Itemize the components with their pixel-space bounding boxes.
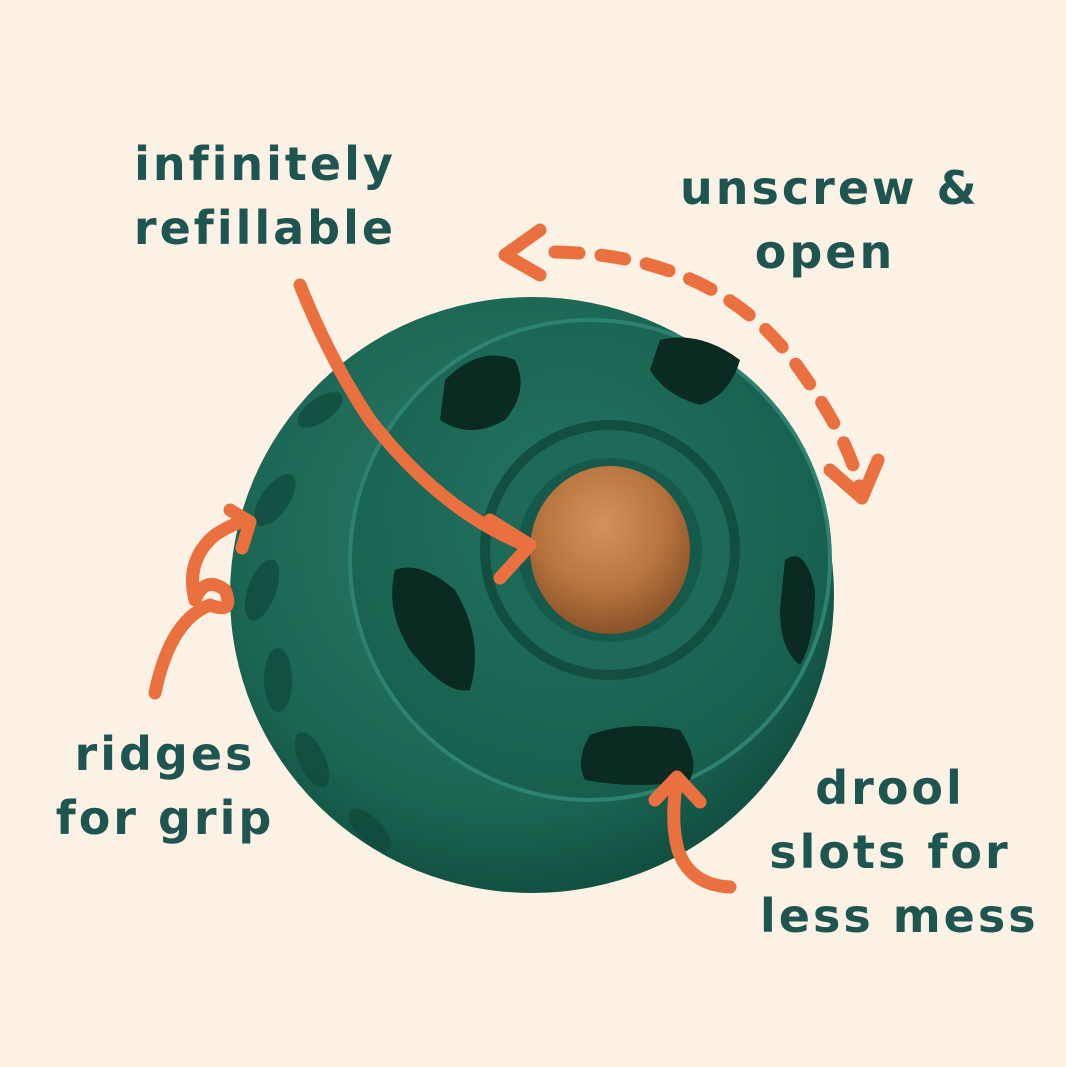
treat: [530, 466, 690, 634]
feature-label-ridges: ridges for grip: [40, 722, 290, 850]
grip-ridges: [244, 392, 392, 852]
arrow-ridges-icon: [148, 515, 252, 700]
feature-label-line: unscrew &: [680, 161, 980, 215]
arrow-drool-icon: [667, 773, 737, 894]
arrow-refill-icon: [293, 278, 532, 552]
feature-label-line: for grip: [55, 791, 275, 845]
feature-label-drool-slots: drool slots for less mess: [760, 756, 1039, 948]
arrow-unscrew-icon: [548, 245, 867, 497]
feature-label-line: infinitely: [134, 137, 396, 191]
feature-label-line: ridges: [74, 727, 256, 781]
feature-label-line: refillable: [133, 201, 397, 255]
feature-label-line: drool: [815, 761, 965, 815]
toy-ball: [230, 297, 834, 893]
feature-label-unscrew: unscrew & open: [680, 156, 980, 284]
drool-slots: [392, 337, 815, 785]
feature-label-refillable: infinitely refillable: [130, 132, 400, 260]
feature-label-line: slots for: [769, 825, 1011, 879]
feature-label-line: less mess: [760, 889, 1039, 943]
feature-label-line: open: [754, 225, 896, 279]
